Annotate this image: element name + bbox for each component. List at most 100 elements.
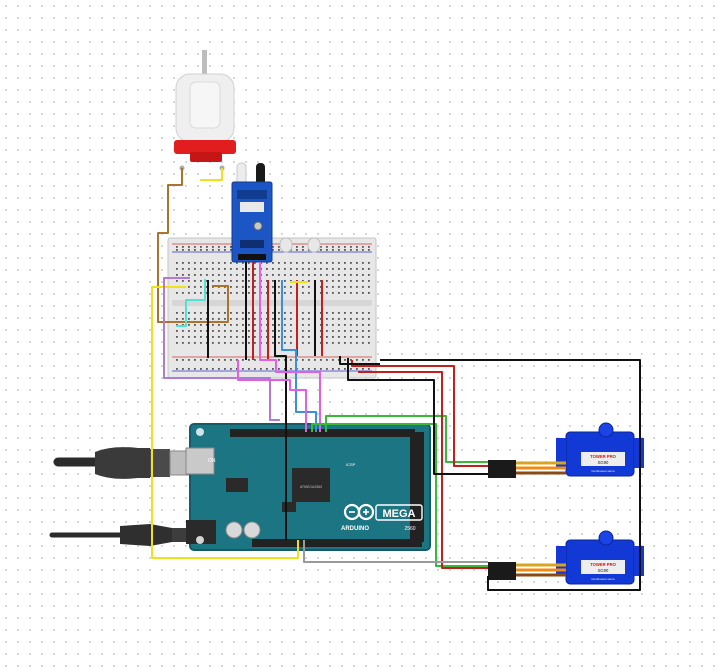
breadboard-hole (362, 292, 364, 294)
breadboard-hole (206, 342, 208, 344)
breadboard-hole (176, 292, 178, 294)
breadboard-hole (290, 286, 292, 288)
breadboard-hole (308, 262, 310, 264)
breadboard-hole (266, 324, 268, 326)
breadboard-hole (332, 274, 334, 276)
breadboard-hole (242, 330, 244, 332)
breadboard-hole (284, 292, 286, 294)
breadboard-hole (200, 359, 202, 361)
breadboard-hole (326, 262, 328, 264)
breadboard-hole (272, 286, 274, 288)
breadboard-hole (194, 292, 196, 294)
wire-motor-brown (157, 168, 229, 323)
servo-cable-top (488, 460, 566, 478)
breadboard-hole (248, 268, 250, 270)
breadboard-hole (320, 268, 322, 270)
breadboard-hole (188, 246, 190, 248)
breadboard-hole (176, 249, 178, 251)
breadboard-hole (182, 359, 184, 361)
breadboard-hole (242, 318, 244, 320)
breadboard-hole (368, 359, 370, 361)
breadboard-hole (284, 330, 286, 332)
breadboard-hole (200, 286, 202, 288)
breadboard-hole (206, 246, 208, 248)
breadboard-hole (266, 280, 268, 282)
breadboard-hole (302, 286, 304, 288)
breadboard-hole (284, 262, 286, 264)
breadboard-hole (266, 262, 268, 264)
wire-bb-blue (281, 280, 317, 432)
breadboard-hole (194, 342, 196, 344)
breadboard-hole (218, 359, 220, 361)
breadboard-hole (290, 274, 292, 276)
breadboard-hole (302, 368, 304, 370)
breadboard-hole (332, 318, 334, 320)
breadboard-hole (212, 249, 214, 251)
breadboard-hole (368, 292, 370, 294)
wire-green-2 (311, 423, 488, 567)
breadboard-hole (188, 262, 190, 264)
breadboard-hole (326, 359, 328, 361)
breadboard-hole (224, 368, 226, 370)
breadboard-hole (368, 368, 370, 370)
breadboard-hole (200, 330, 202, 332)
arduino-mega-board: MEGA ARDUINO 2560 ON ATMEGA2560 ICSP (185, 423, 431, 551)
breadboard-hole (290, 368, 292, 370)
breadboard-hole (200, 342, 202, 344)
breadboard-hole (206, 318, 208, 320)
breadboard-hole (278, 286, 280, 288)
breadboard-hole (188, 336, 190, 338)
servo-top-model: SG90 (598, 460, 609, 465)
breadboard-hole (278, 368, 280, 370)
breadboard-hole (266, 318, 268, 320)
breadboard-hole (302, 292, 304, 294)
breadboard-hole (188, 368, 190, 370)
breadboard-hole (230, 312, 232, 314)
breadboard-hole (320, 249, 322, 251)
wire-motor-yellow-top (200, 168, 223, 181)
breadboard-hole (212, 268, 214, 270)
breadboard-hole (332, 342, 334, 344)
breadboard-hole (344, 312, 346, 314)
breadboard-hole (362, 359, 364, 361)
breadboard-hole (272, 336, 274, 338)
board-icsp-label: ICSP (346, 462, 356, 467)
breadboard-hole (224, 280, 226, 282)
breadboard-hole (176, 262, 178, 264)
wire-red-servo-2 (358, 371, 488, 569)
breadboard-hole (236, 368, 238, 370)
breadboard-hole (188, 292, 190, 294)
breadboard-hole (206, 312, 208, 314)
breadboard-hole (290, 292, 292, 294)
breadboard-hole (200, 318, 202, 320)
breadboard-hole (356, 286, 358, 288)
breadboard-hole (284, 312, 286, 314)
breadboard-hole (338, 249, 340, 251)
breadboard-hole (212, 312, 214, 314)
breadboard-hole (332, 268, 334, 270)
breadboard-hole (194, 324, 196, 326)
servo-top-brand: TOWER PRO (590, 454, 616, 459)
breadboard-hole (212, 274, 214, 276)
breadboard-hole (344, 249, 346, 251)
breadboard-hole (248, 312, 250, 314)
breadboard-hole (356, 246, 358, 248)
breadboard-hole (182, 262, 184, 264)
breadboard-hole (254, 368, 256, 370)
breadboard-hole (200, 274, 202, 276)
breadboard-hole (218, 249, 220, 251)
breadboard-hole (194, 318, 196, 320)
breadboard-hole (188, 318, 190, 320)
breadboard-hole (320, 368, 322, 370)
breadboard-hole (218, 330, 220, 332)
wire-green (325, 415, 488, 463)
breadboard-hole (224, 330, 226, 332)
breadboard-hole (308, 318, 310, 320)
breadboard-hole (350, 246, 352, 248)
servo-top: TOWER PRO SG90 Continuous servo (556, 422, 644, 477)
breadboard-hole (218, 336, 220, 338)
breadboard-hole (362, 286, 364, 288)
breadboard-hole (320, 246, 322, 248)
breadboard-hole (344, 359, 346, 361)
breadboard-hole (350, 368, 352, 370)
